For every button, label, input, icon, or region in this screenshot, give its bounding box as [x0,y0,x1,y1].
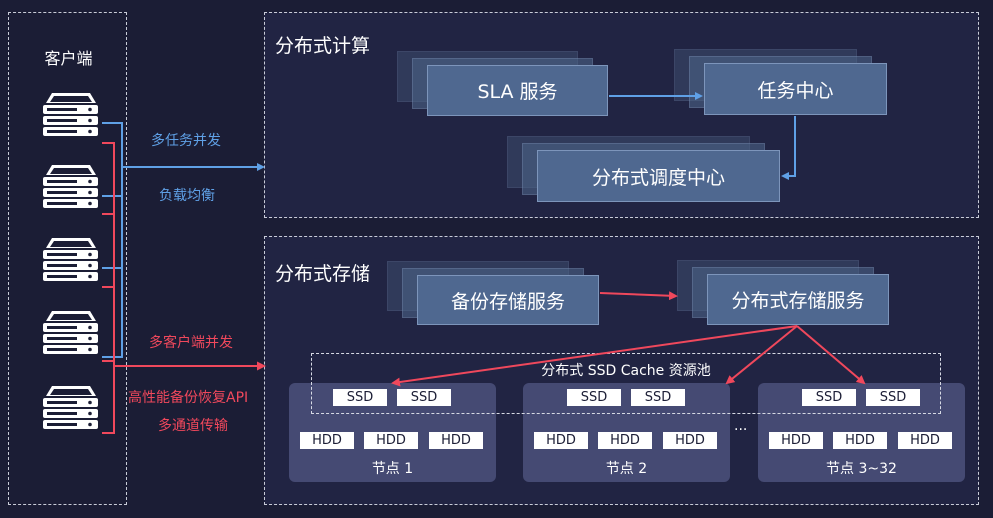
backup-service-label: 备份存储服务 [417,275,599,325]
client-title: 客户端 [44,49,93,68]
compute-title: 分布式计算 [275,35,371,57]
blue-bracket [102,122,123,358]
hdd-chip: HDD [364,432,418,449]
high-perf-api-label: 高性能备份恢复API [128,390,249,406]
multi-channel-label: 多通道传输 [158,418,228,434]
distributed-storage-service-box: 分布式存储服务 [677,260,889,325]
load-balance-label: 负载均衡 [159,188,215,204]
hdd-chip: HDD [598,432,652,449]
ssd-chip: SSD [866,389,920,406]
ssd-cache-pool [311,353,941,414]
hdd-chip: HDD [663,432,717,449]
sla-service-box: SLA 服务 [397,51,608,116]
scheduler-box: 分布式调度中心 [507,136,780,202]
hdd-chip: HDD [898,432,952,449]
server-group [43,93,98,429]
red-tick [102,213,114,362]
multi-task-label: 多任务并发 [151,133,221,149]
storage-title: 分布式存储 [275,263,371,285]
client-panel: 客户端 [8,12,127,505]
hdd-chip: HDD [769,432,823,449]
server-icon [43,386,98,429]
to-node2-ssd-arrow [725,325,798,385]
blue-tick [102,195,122,269]
storage-node-2: SSD SSD HDD HDD HDD 节点 2 [523,383,730,482]
scheduler-label: 分布式调度中心 [537,150,780,202]
backup-to-distributed-arrow [599,291,678,301]
server-icon [43,93,98,136]
server-icon [43,165,98,208]
server-icon [43,311,98,354]
backup-service-box: 备份存储服务 [387,261,599,325]
multi-client-label: 多客户端并发 [149,335,233,351]
ssd-chip: SSD [631,389,685,406]
hdd-chip: HDD [429,432,483,449]
distributed-storage-service-label: 分布式存储服务 [707,274,889,325]
ssd-chip: SSD [333,389,387,406]
more-nodes-ellipsis: ··· [734,422,748,438]
task-to-scheduler-arrow [781,116,796,180]
hdd-chip: HDD [300,432,354,449]
node-label: 节点 2 [605,461,648,477]
task-center-box: 任务中心 [674,49,887,115]
hdd-chip: HDD [833,432,887,449]
ssd-chip: SSD [567,389,621,406]
ssd-chip: SSD [802,389,856,406]
server-icon [43,238,98,281]
to-node3-ssd-arrow [796,325,866,385]
node-label: 节点 3~32 [826,461,897,477]
sla-service-label: SLA 服务 [427,65,608,116]
task-center-label: 任务中心 [704,63,887,115]
ssd-chip: SSD [397,389,451,406]
ssd-cache-pool-label: 分布式 SSD Cache 资源池 [541,363,711,379]
node-label: 节点 1 [371,461,414,477]
storage-node-1: SSD SSD HDD HDD HDD 节点 1 [289,383,496,482]
hdd-chip: HDD [534,432,588,449]
storage-node-3-32: SSD SSD HDD HDD HDD 节点 3~32 [758,383,965,482]
to-node1-ssd-arrow [391,325,798,387]
